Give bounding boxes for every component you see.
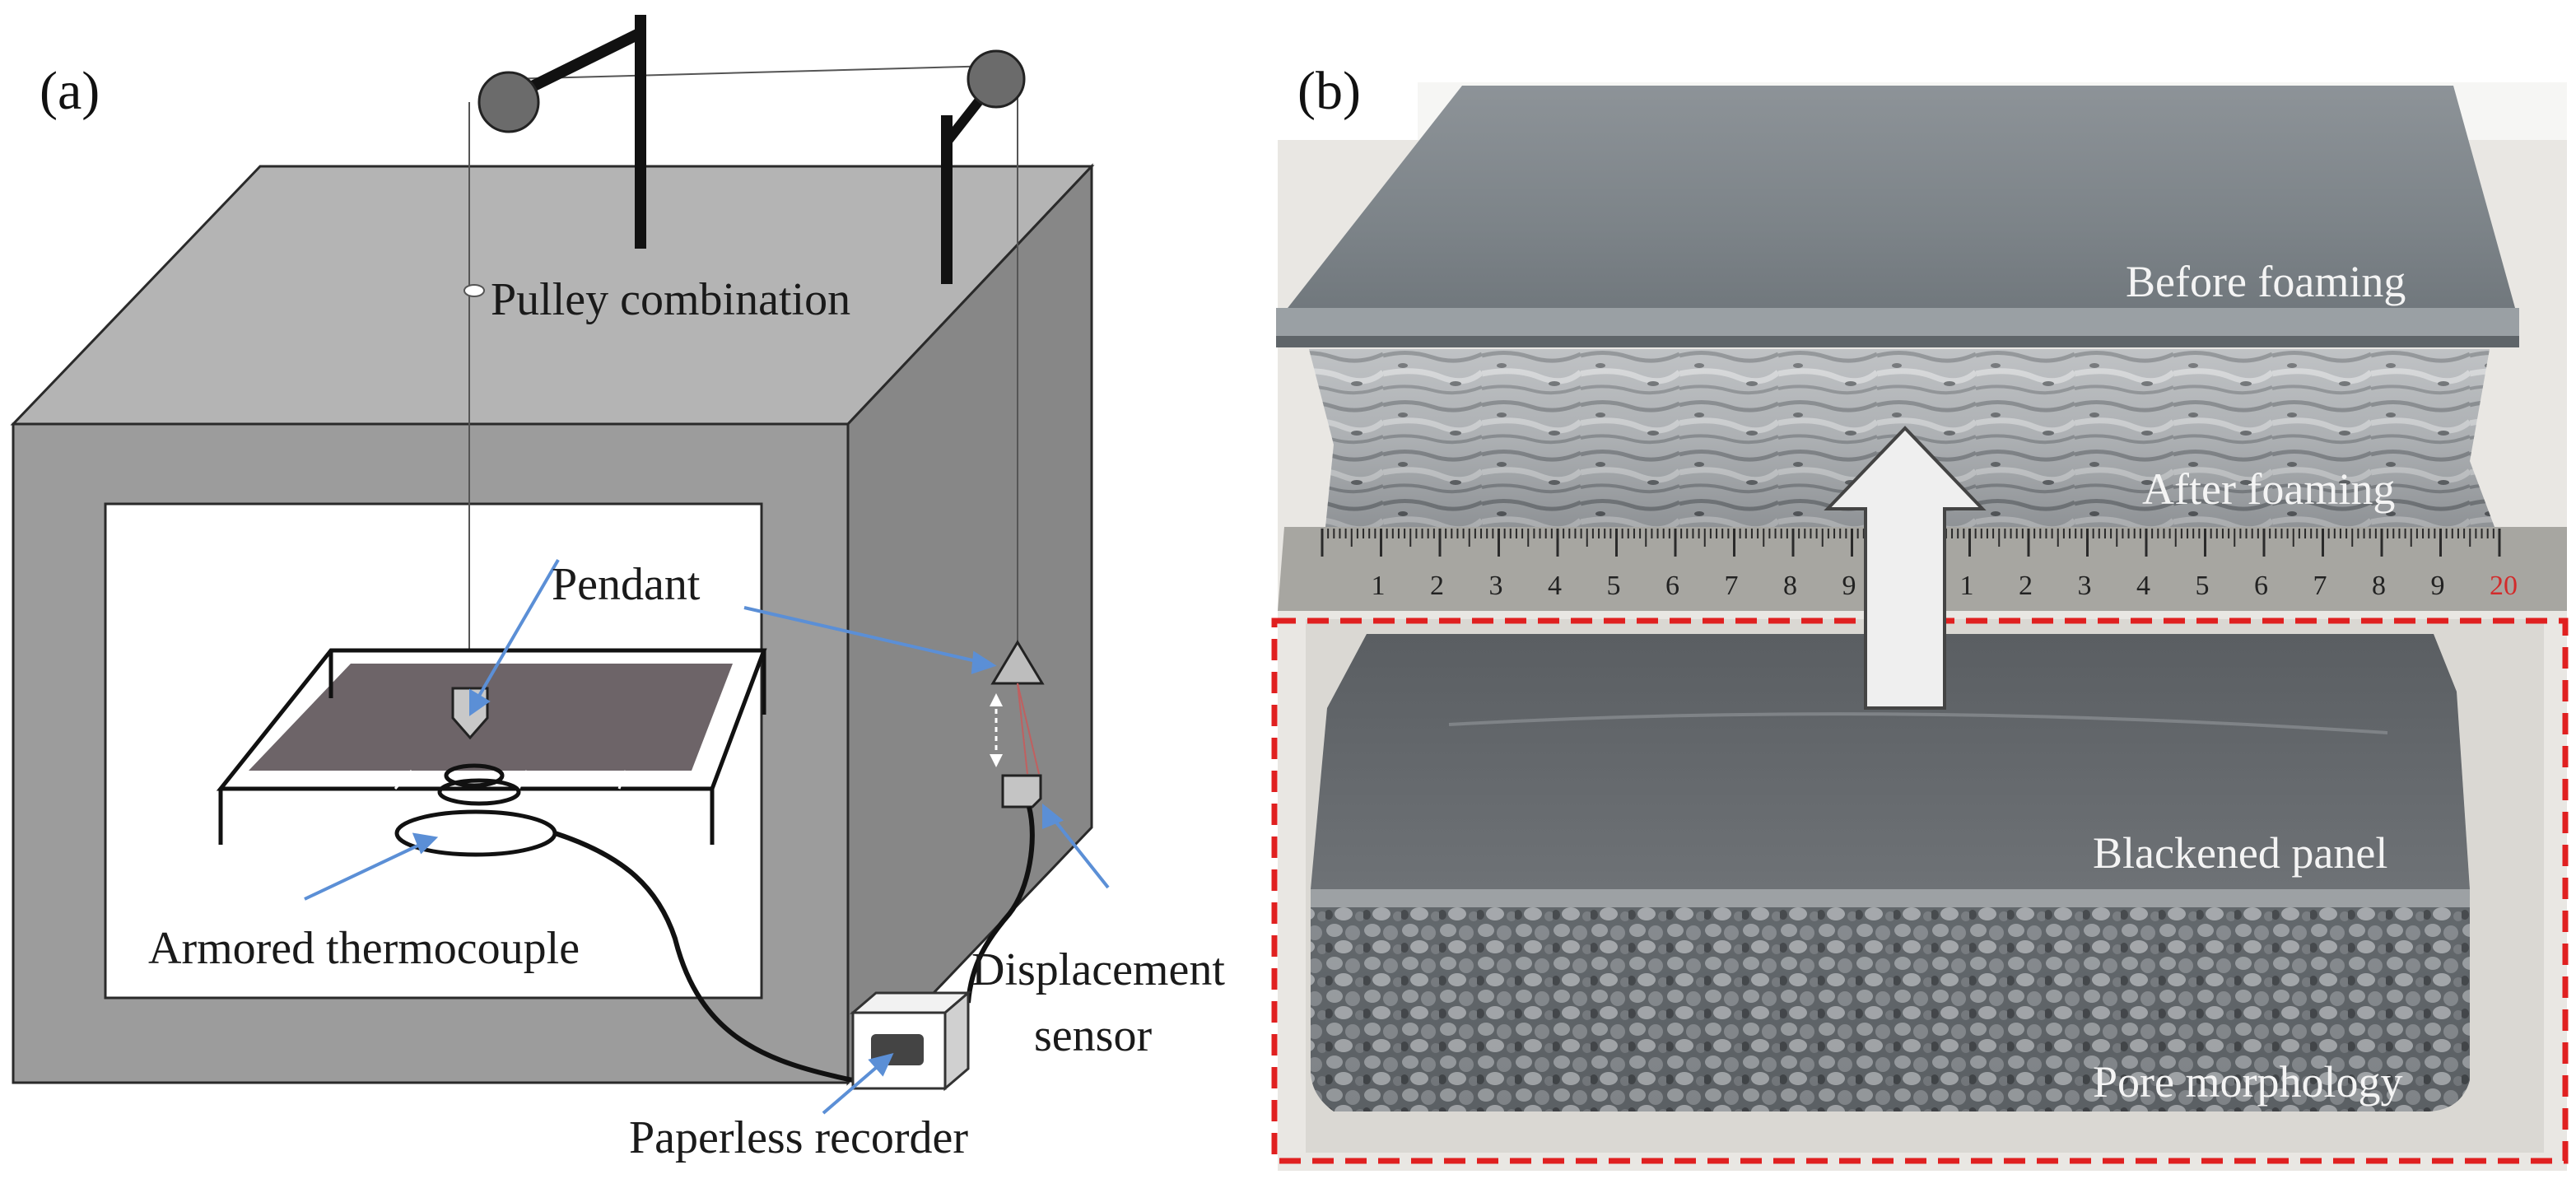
recorder-label: Paperless recorder — [629, 1112, 968, 1163]
panel-a-label: (a) — [40, 61, 100, 121]
recorder-arrow — [822, 1060, 884, 1115]
ruler-tick-label: 20 — [2490, 571, 2518, 601]
pore-morphology-label: Pore morphology — [2093, 1057, 2402, 1107]
ruler-tick-label: 3 — [2078, 571, 2092, 601]
sensor-arrow — [1049, 813, 1110, 889]
before-plate-top — [1276, 86, 2519, 323]
ruler-tick-label: 8 — [2372, 571, 2386, 601]
before-foaming-label: Before foaming — [2126, 257, 2406, 306]
pendant-arrowhead-right-icon — [971, 650, 997, 674]
ruler-tick-label: 6 — [1665, 571, 1679, 601]
blackened-sample: Blackened panel Pore morphology — [1306, 619, 2544, 1153]
displacement-label-line1: Displacement — [971, 944, 1225, 995]
thermocouple-arrowhead-icon — [412, 832, 439, 855]
ruler-tick-label: 1 — [1960, 571, 1974, 601]
ruler-tick-label: 8 — [1783, 571, 1797, 601]
pulley-wheel-left-icon — [477, 71, 540, 133]
sensor-arrowhead-icon — [1042, 803, 1064, 829]
ruler-tick-label: 5 — [2196, 571, 2210, 601]
blackened-panel-top — [1311, 634, 2470, 889]
annotation-arrows — [304, 558, 1110, 1115]
ruler-tick-label: 6 — [2254, 571, 2268, 601]
pulley-system: Pulley combination — [463, 15, 1026, 688]
pendant-arrow-left — [474, 558, 560, 703]
paperless-recorder — [849, 990, 972, 1092]
ruler-tick-label: 5 — [1607, 571, 1621, 601]
ruler-tick-label: 7 — [1725, 571, 1739, 601]
panel-b-label: (b) — [1297, 61, 1361, 121]
pulley-wheel-right-icon — [967, 49, 1026, 109]
displacement-label-line2: sensor — [1034, 1010, 1152, 1061]
ruler-tick-label: 4 — [2136, 571, 2150, 601]
pendant-arrowhead-left-icon — [469, 688, 491, 716]
ruler-ticks: 1 2 3 4 5 6 7 8 9 1 2 3 4 5 6 7 8 9 20 — [1321, 529, 2518, 601]
displacement-sensor — [966, 640, 1045, 1004]
ruler-tick-label: 3 — [1489, 571, 1503, 601]
pendant-arrow-right — [743, 606, 981, 664]
pulley-label: Pulley combination — [491, 274, 850, 325]
recorder-arrowhead-icon — [868, 1053, 894, 1077]
up-arrow-icon — [1824, 426, 1987, 710]
ruler-tick-label: 1 — [1372, 571, 1386, 601]
thermocouple — [394, 763, 854, 1083]
ruler-tick-label: 9 — [1842, 571, 1856, 601]
ruler-tick-label: 2 — [2019, 571, 2033, 601]
thermocouple-label: Armored thermocouple — [148, 923, 580, 974]
panel-b: (b) Before foaming After foaming 1 2 3 4 5 6 7… — [1271, 10, 2569, 1171]
panel-a: (a) Pulley combination — [10, 15, 1225, 1163]
sample-table — [216, 648, 767, 845]
blackened-panel-label: Blackened panel — [2093, 828, 2387, 878]
ruler-tick-label: 7 — [2313, 571, 2327, 601]
before-foaming-sample: Before foaming — [1276, 86, 2519, 347]
pendant-label: Pendant — [552, 559, 701, 610]
sample-plate — [249, 664, 733, 771]
thermocouple-arrow — [304, 841, 424, 901]
ruler-tick-label: 2 — [1430, 571, 1444, 601]
sensor-body-icon — [1001, 774, 1042, 809]
ruler-tick-label: 9 — [2431, 571, 2445, 601]
after-foaming-label: After foaming — [2142, 464, 2395, 514]
ruler-tick-label: 4 — [1548, 571, 1562, 601]
